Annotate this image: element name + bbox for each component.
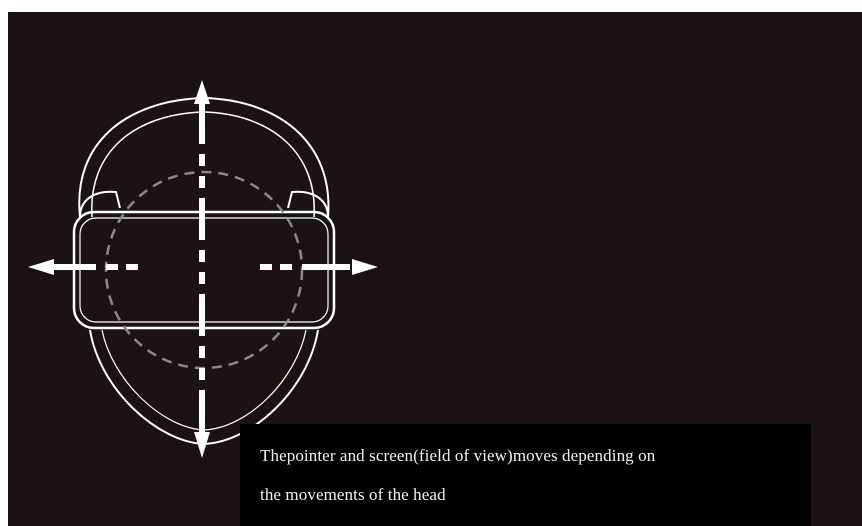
caption-line-1: Thepointer and screen(field of view)move… bbox=[260, 446, 655, 466]
arrow-left-icon bbox=[28, 259, 54, 275]
caption-box: Thepointer and screen(field of view)move… bbox=[240, 424, 811, 526]
arrow-up-icon bbox=[194, 80, 210, 104]
arrow-down-icon bbox=[194, 432, 210, 458]
arrow-right-icon bbox=[352, 259, 378, 275]
vr-headset-head-icon bbox=[8, 12, 428, 492]
caption-line-2: the movements of the head bbox=[260, 485, 446, 505]
